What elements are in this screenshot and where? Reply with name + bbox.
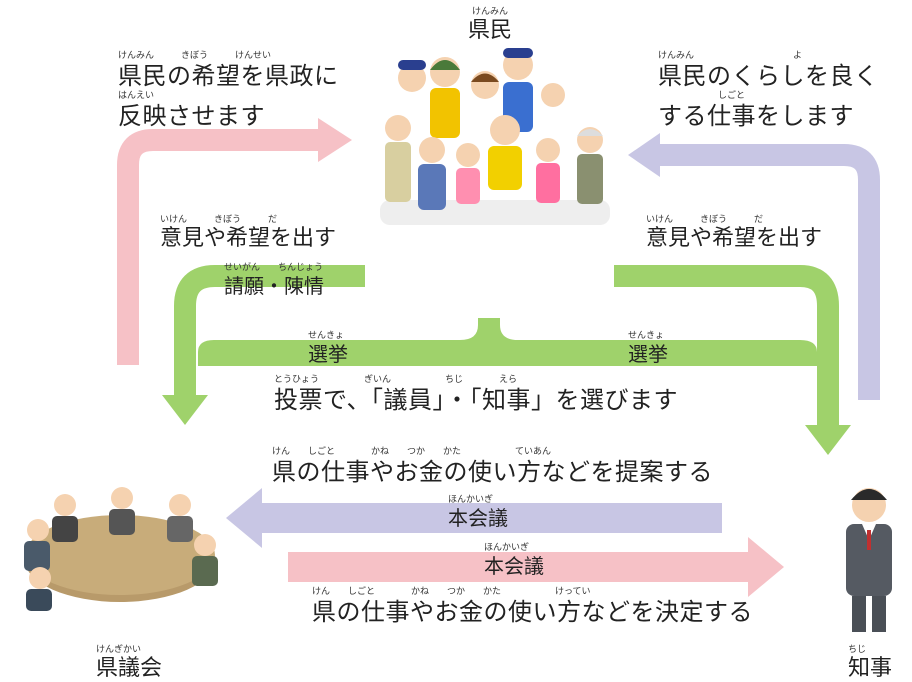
opinion-right-text: 意見や希望を出す [646, 226, 823, 251]
reflect-line1: 県民の希望を県政に [118, 62, 339, 90]
meeting-icon [24, 487, 218, 611]
green-arrow-citizens-to-governor [614, 265, 851, 455]
opinion-left-text: 意見や希望を出す [160, 226, 337, 251]
reflect-label: けんみん きぼう けんせい 県民の希望を県政に はんえい 反映させます [118, 50, 339, 130]
citizens-title: 県民 [468, 18, 513, 43]
vote-text: 投票で、「議員」・「知事」を選びます [274, 386, 679, 414]
improve-label: けんみん よ 県民のくらしを良く しごと する仕事をします [658, 50, 879, 130]
pink-arrow-assembly-to-governor [288, 537, 784, 597]
green-brace-election [198, 318, 817, 366]
opinion-right-ruby: いけん きぼう だ [646, 215, 764, 225]
plenary-top-label: ほんかいぎ 本会議 [448, 494, 508, 530]
opinion-left-label: いけん きぼう だ 意見や希望を出す [160, 214, 336, 252]
plenary-bottom-label: ほんかいぎ 本会議 [484, 542, 544, 578]
plenary-bottom-text: 本会議 [484, 554, 544, 578]
green-arrow-citizens-to-assembly [162, 265, 365, 425]
decide-ruby: けん しごと かね つか かた けってい [312, 587, 591, 597]
lavender-arrow-governor-to-citizens [628, 133, 880, 400]
plenary-top-ruby: ほんかいぎ [448, 495, 494, 505]
pink-arrow-assembly-to-citizens [117, 118, 352, 365]
assembly-ruby: けんぎかい [96, 645, 142, 655]
election-right-ruby: せんきょ [628, 331, 665, 341]
citizens-ruby: けんみん [472, 7, 509, 17]
improve-line1: 県民のくらしを良く [658, 62, 879, 90]
citizens-node: けんみん 県民 [468, 6, 512, 44]
governor-ruby: ちじ [848, 645, 867, 655]
crowd-icon [380, 48, 610, 225]
vote-label: とうひょう ぎいん ちじ えら 投票で、「議員」・「知事」を選びます [274, 374, 678, 414]
decide-label: けん しごと かね つか かた けってい 県の仕事やお金の使い方などを決定する [312, 586, 753, 626]
lavender-arrow-governor-to-assembly [226, 488, 722, 548]
opinion-left-ruby: いけん きぼう だ [160, 215, 278, 225]
improve-ruby2: しごと [718, 91, 746, 101]
reflect-ruby2: はんえい [118, 91, 155, 101]
reflect-ruby: けんみん きぼう けんせい [118, 51, 272, 61]
reflect-line2: 反映させます [118, 102, 265, 130]
petition-label: せいがん ちんじょう 請願・陳情 [224, 262, 324, 298]
election-left-ruby: せんきょ [308, 331, 345, 341]
governor-node: ちじ 知事 [848, 644, 892, 682]
election-left-text: 選挙 [308, 342, 348, 366]
governor-title: 知事 [848, 656, 893, 681]
election-left-label: せんきょ 選挙 [308, 330, 348, 366]
plenary-top-text: 本会議 [448, 506, 508, 530]
petition-text: 請願・陳情 [224, 274, 324, 298]
propose-text: 県の仕事やお金の使い方などを提案する [272, 458, 713, 486]
assembly-title: 県議会 [96, 656, 163, 681]
plenary-bottom-ruby: ほんかいぎ [484, 543, 530, 553]
election-right-text: 選挙 [628, 342, 668, 366]
propose-label: けん しごと かね つか かた ていあん 県の仕事やお金の使い方などを提案する [272, 446, 713, 486]
opinion-right-label: いけん きぼう だ 意見や希望を出す [646, 214, 822, 252]
vote-ruby: とうひょう ぎいん ちじ えら [274, 375, 518, 385]
assembly-node: けんぎかい 県議会 [96, 644, 162, 682]
election-right-label: せんきょ 選挙 [628, 330, 668, 366]
governor-icon [846, 488, 892, 632]
decide-text: 県の仕事やお金の使い方などを決定する [312, 598, 753, 626]
propose-ruby: けん しごと かね つか かた ていあん [272, 447, 552, 457]
improve-line2: する仕事をします [658, 102, 854, 130]
petition-ruby: せいがん ちんじょう [224, 263, 324, 273]
improve-ruby: けんみん よ [658, 51, 803, 61]
